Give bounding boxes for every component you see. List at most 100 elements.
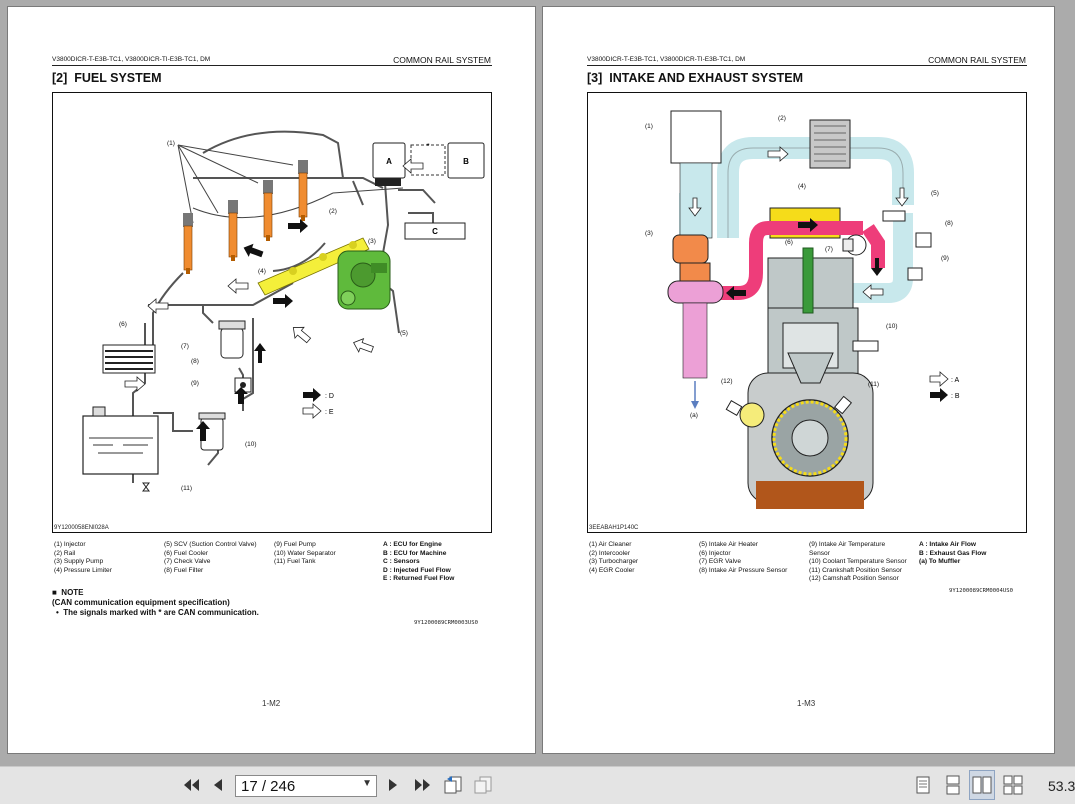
last-page-button[interactable]: [410, 766, 434, 803]
legend-item: (a) To Muffler: [919, 558, 961, 566]
continuous-page-icon: [946, 775, 960, 794]
injected-flow-arrows: [196, 219, 308, 441]
label-12: (12): [721, 378, 733, 385]
legend-parts-2: (5) SCV (Suction Control Valve) (6) Fuel…: [164, 541, 257, 575]
label-7: (7): [825, 246, 833, 253]
legend-item: (6) Fuel Cooler: [164, 549, 208, 557]
forward-view-icon: [474, 776, 492, 793]
legend-item: (6) Injector: [699, 549, 731, 557]
legend-parts-3: (9) Fuel Pump (10) Water Separator (11) …: [274, 541, 336, 567]
legend-a: : A: [951, 377, 960, 384]
legend-item: (12) Camshaft Position Sensor: [809, 575, 899, 583]
first-page-icon: [184, 778, 199, 791]
continuous-facing-view-button[interactable]: [1000, 766, 1026, 803]
fuel-part-labels: (1) (2) (3) (4) (5) (6) (7) (8) (9) (10)…: [119, 140, 408, 492]
label-4: (4): [258, 268, 266, 275]
injector-wiring: [177, 144, 404, 224]
legend-flows: A : ECU for Engine B : ECU for Machine C…: [383, 541, 454, 584]
flow-legend: : D : E: [302, 388, 334, 419]
egr-valve: [842, 234, 867, 256]
go-forward-view-button[interactable]: [470, 766, 496, 803]
label-10: (10): [245, 441, 257, 448]
legend-item: (1) Air Cleaner: [589, 541, 632, 548]
legend-parts-3: (9) Intake Air Temperature Sensor (10) C…: [809, 541, 907, 584]
go-back-view-button[interactable]: [440, 766, 466, 803]
legend-item: (4) Pressure Limiter: [54, 566, 112, 574]
legend-flows: A : Intake Air Flow B : Exhaust Gas Flow…: [919, 541, 986, 567]
label-3: (3): [368, 238, 376, 245]
page-number-value: 17 / 246: [241, 777, 296, 795]
label-8: (8): [191, 358, 199, 365]
previous-page-icon: [214, 778, 222, 791]
legend-item: (3) Supply Pump: [54, 558, 104, 566]
legend-item: C : Sensors: [383, 558, 420, 566]
intake-part-labels: (1) (2) (3) (4) (5) (6) (7) (8) (9) (10)…: [645, 115, 953, 419]
flow-legend: : A : B: [929, 371, 960, 402]
label-9: (9): [191, 380, 199, 387]
legend-parts-1: (1) Air Cleaner (2) Intercooler (3) Turb…: [589, 541, 638, 575]
page-number-select[interactable]: 17 / 246 ▼: [235, 775, 377, 797]
legend-item: (5) SCV (Suction Control Valve): [164, 541, 257, 548]
figure-code: 9Y1200058ENI028A: [54, 525, 109, 531]
section-title-text: FUEL SYSTEM: [74, 71, 162, 85]
legend-item: (9) Intake Air Temperature: [809, 541, 886, 548]
square-bullet-icon: ■: [52, 588, 57, 597]
figure-code: 3EEABAH1P140C: [589, 525, 639, 531]
legend-item: (2) Intercooler: [589, 549, 631, 557]
next-page-button[interactable]: [383, 766, 403, 803]
legend-parts-2: (5) Intake Air Heater (6) Injector (7) E…: [699, 541, 787, 575]
legend-d: : D: [325, 393, 334, 400]
label-4: (4): [798, 183, 806, 190]
fuel-tank: [82, 406, 159, 492]
viewer-toolbar: [0, 766, 1075, 804]
label-11: (11): [181, 485, 192, 492]
single-page-icon: [916, 776, 930, 793]
legend-item: (3) Turbocharger: [589, 558, 639, 566]
first-page-button[interactable]: [180, 766, 204, 803]
facing-pages-icon: [972, 776, 992, 794]
page-number: 1-M3: [797, 699, 816, 708]
note-bullet-text: The signals marked with * are CAN commun…: [63, 608, 259, 617]
supply-pump: [337, 250, 391, 310]
page-header-model: V3800DICR-T-E3B-TC1, V3800DICR-TI-E3B-TC…: [587, 56, 746, 63]
legend-item: (1) Injector: [54, 541, 86, 548]
legend-item: A : ECU for Engine: [383, 541, 442, 548]
legend-item: B : Exhaust Gas Flow: [919, 549, 987, 557]
ecu-b-label: B: [463, 157, 469, 166]
legend-item: A : Intake Air Flow: [919, 541, 977, 548]
facing-view-button[interactable]: [969, 770, 995, 800]
zoom-level[interactable]: 53.3: [1048, 778, 1075, 794]
header-rule: [587, 65, 1027, 66]
last-page-icon: [415, 778, 430, 791]
legend-item: (4) EGR Cooler: [589, 566, 635, 574]
legend-item: D : Injected Fuel Flow: [383, 566, 451, 574]
pdf-page-right: V3800DICR-T-E3B-TC1, V3800DICR-TI-E3B-TC…: [542, 6, 1055, 754]
label-10: (10): [886, 323, 898, 330]
pdf-page-left: V3800DICR-T-E3B-TC1, V3800DICR-TI-E3B-TC…: [7, 6, 536, 754]
can-star: *: [426, 142, 429, 151]
legend-item: (8) Fuel Filter: [164, 566, 204, 574]
legend-item: (5) Intake Air Heater: [699, 541, 759, 548]
label-5: (5): [400, 330, 408, 337]
legend-item: (10) Coolant Temperature Sensor: [809, 558, 907, 566]
label-11: (11): [868, 381, 879, 388]
fuel-rail: [257, 237, 370, 296]
ecu-a-label: A: [386, 157, 392, 166]
fuel-system-figure: A B * C: [52, 92, 492, 533]
previous-page-button[interactable]: [208, 766, 228, 803]
bullet-icon: •: [56, 608, 59, 617]
legend-item: (11) Crankshaft Position Sensor: [809, 566, 902, 574]
label-9: (9): [941, 255, 949, 262]
injector: [802, 247, 814, 314]
section-number: [3]: [587, 71, 603, 85]
legend-item: (8) Intake Air Pressure Sensor: [699, 566, 788, 574]
turbocharger: [667, 234, 724, 409]
label-6: (6): [785, 239, 793, 246]
returned-flow-arrows: [124, 158, 424, 392]
page-header-section: COMMON RAIL SYSTEM: [393, 55, 491, 65]
section-title: [3] INTAKE AND EXHAUST SYSTEM: [587, 71, 803, 85]
fuel-filter: [218, 320, 246, 359]
continuous-view-button[interactable]: [940, 766, 966, 803]
label-5: (5): [931, 190, 939, 197]
single-page-view-button[interactable]: [910, 766, 936, 803]
